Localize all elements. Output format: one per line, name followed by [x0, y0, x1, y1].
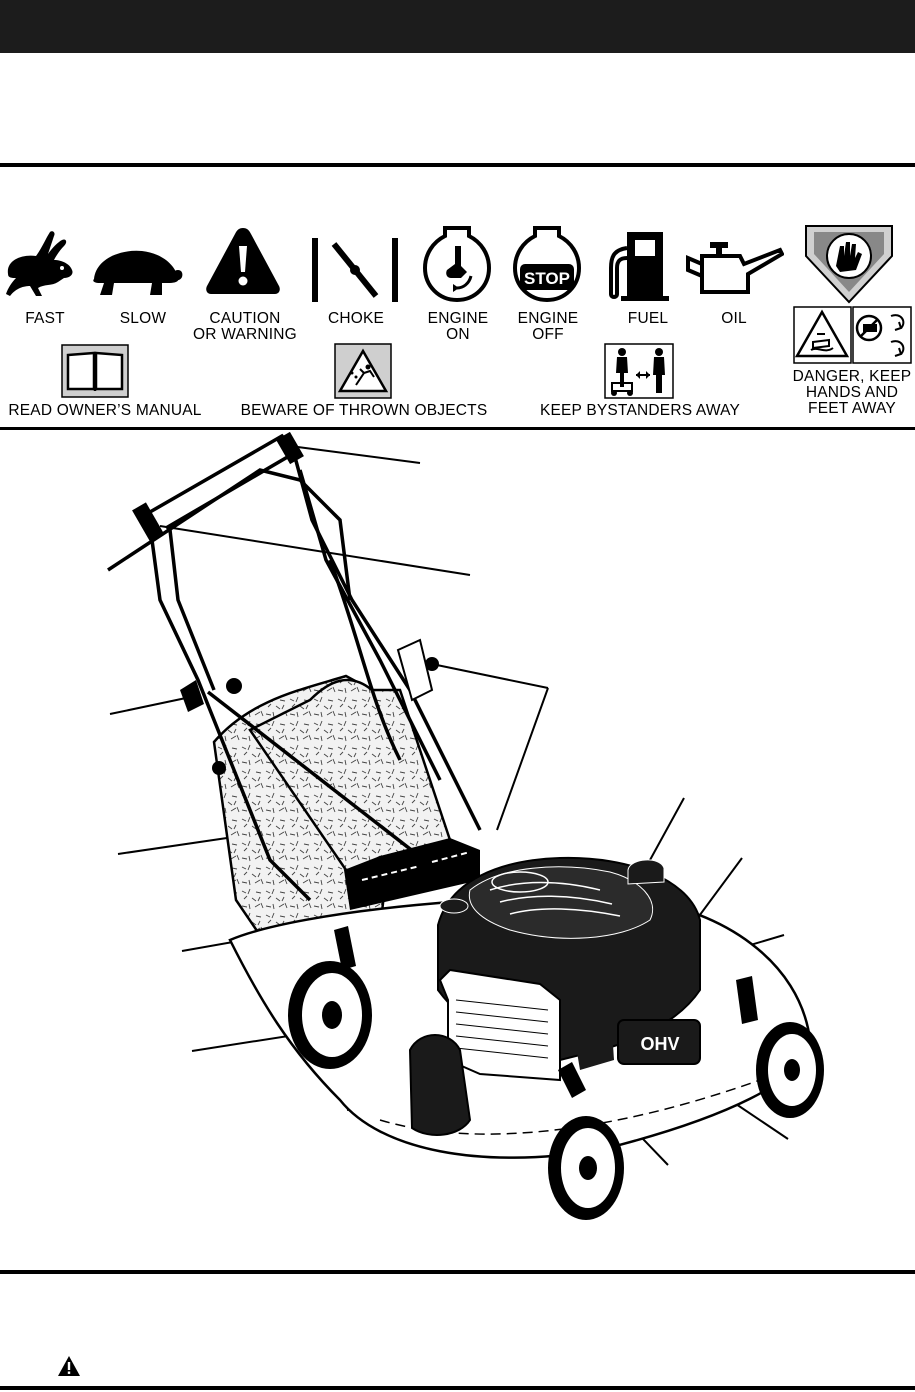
- choke-icon: [312, 238, 398, 302]
- fast-label: FAST: [25, 310, 65, 327]
- oil-label: OIL: [721, 310, 747, 327]
- stop-text: STOP: [524, 269, 570, 288]
- danger-label: DANGER, KEEP HANDS AND FEET AWAY: [792, 368, 912, 417]
- read-manual-label: READ OWNER’S MANUAL: [8, 402, 202, 419]
- section-rule-bottom: [0, 1386, 915, 1390]
- fuel-label: FUEL: [627, 310, 669, 327]
- header-bar: [0, 0, 915, 53]
- section-rule-lower: [0, 1270, 915, 1274]
- engine-off-label: ENGINE OFF: [517, 310, 579, 343]
- danger-hand-icon: [805, 225, 893, 304]
- section-rule-mid: [0, 427, 915, 430]
- caution-triangle-icon: [206, 228, 280, 294]
- turtle-icon: [93, 250, 183, 295]
- section-rule-top: [0, 163, 915, 167]
- oil-can-icon: [686, 242, 784, 294]
- choke-label: CHOKE: [327, 310, 385, 327]
- caution-label: CAUTION OR WARNING: [193, 310, 297, 343]
- slow-label: SLOW: [119, 310, 167, 327]
- thrown-objects-label: BEWARE OF THROWN OBJECTS: [240, 402, 488, 419]
- bystanders-label: KEEP BYSTANDERS AWAY: [539, 402, 741, 419]
- thrown-objects-icon: [334, 343, 392, 399]
- warning-triangle-icon: [58, 1356, 80, 1376]
- engine-off-stop-icon: STOP: [512, 226, 582, 303]
- owners-manual-book-icon: [61, 344, 129, 398]
- keep-bystanders-away-icon: [604, 343, 674, 399]
- fuel-pump-icon: [609, 232, 669, 301]
- ohv-badge-text: OHV: [640, 1034, 679, 1054]
- engine-on-icon: [422, 226, 492, 303]
- lawn-mower-diagram: OHV: [107, 432, 824, 1220]
- engine-on-label: ENGINE ON: [427, 310, 489, 343]
- hands-feet-danger-icon: [793, 306, 912, 364]
- rabbit-icon: [6, 231, 73, 296]
